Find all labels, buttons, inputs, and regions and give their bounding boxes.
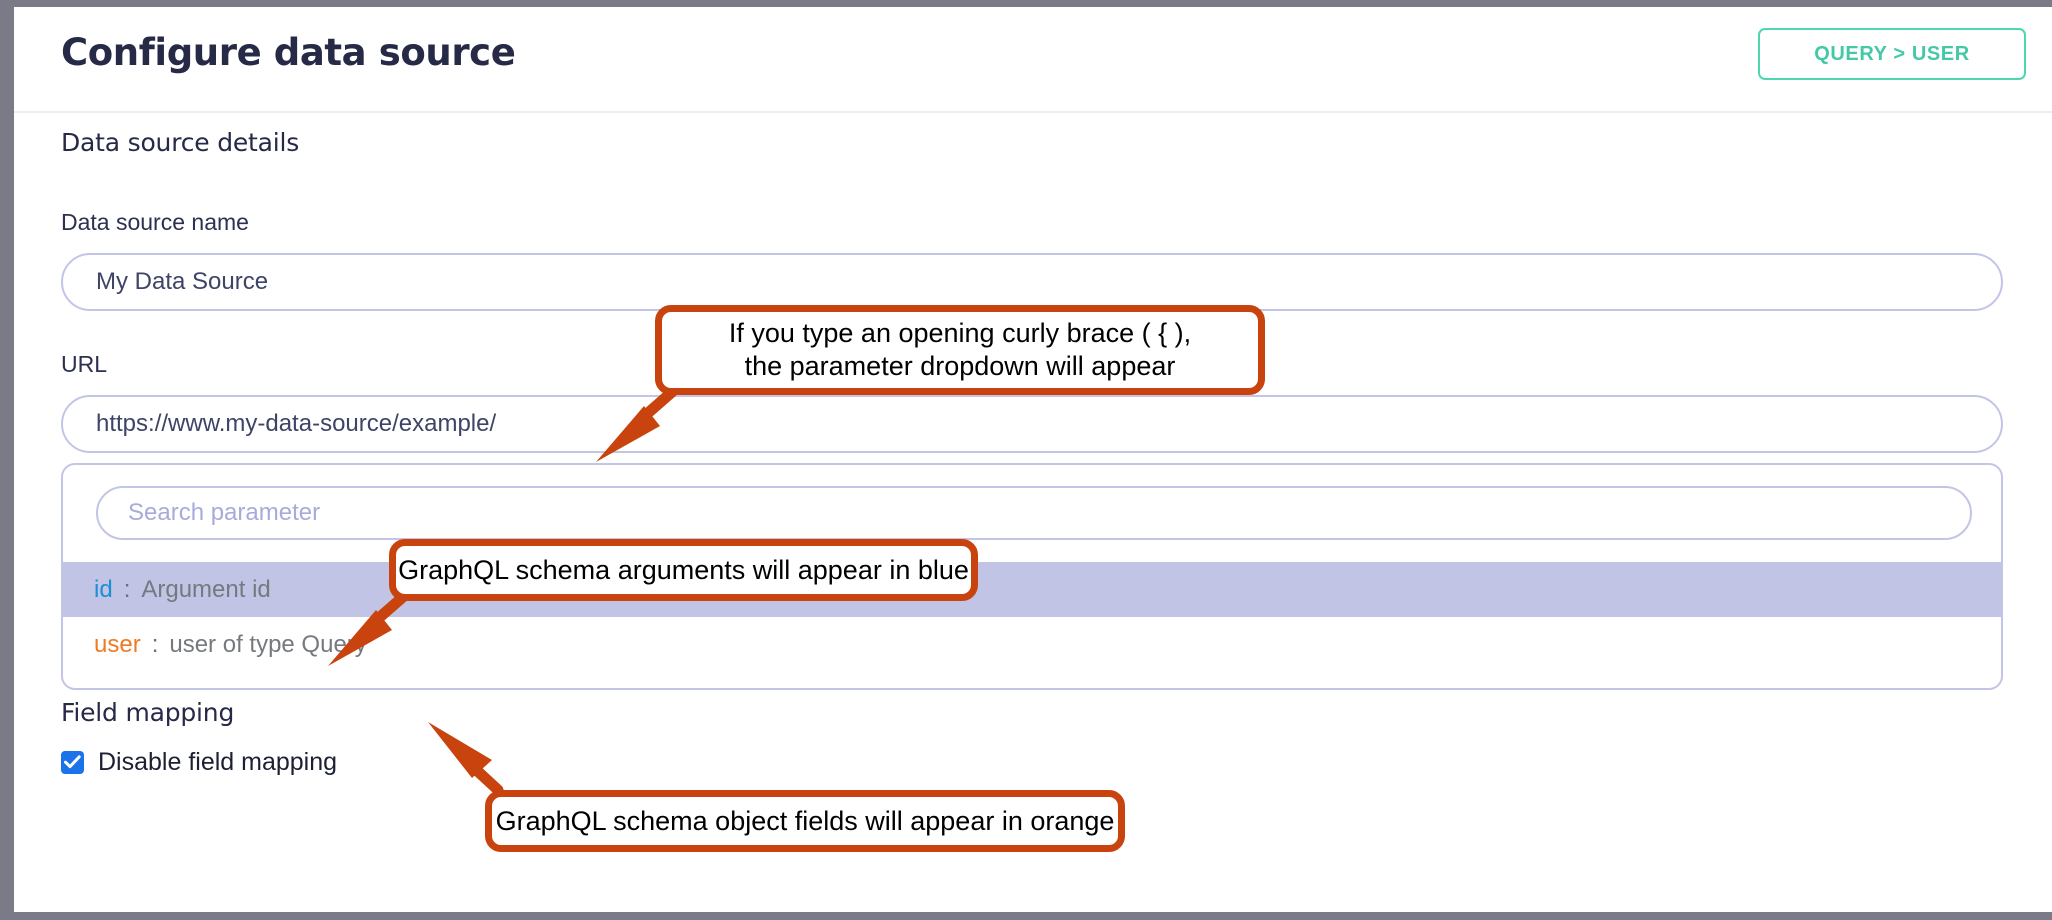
dropdown-option-separator: : [151,630,159,658]
annotation-callout-line-1: If you type an opening curly brace ( { )… [728,318,1192,349]
annotation-callout-fields-orange: GraphQL schema object fields will appear… [485,790,1125,852]
query-user-button[interactable]: QUERY > USER [1758,28,2026,80]
dropdown-option-key: user [94,630,141,658]
annotation-callout-line-2: the parameter dropdown will appear [744,351,1176,381]
disable-field-mapping-row[interactable]: Disable field mapping [61,748,337,777]
checkbox-checked-icon[interactable] [61,751,84,774]
dropdown-option-description: user of type Query [169,630,367,658]
data-source-name-label: Data source name [61,209,249,235]
data-source-details-heading: Data source details [61,128,300,157]
annotation-callout-arguments-blue: GraphQL schema arguments will appear in … [389,539,978,601]
dropdown-option-user[interactable]: user : user of type Query [63,617,2001,672]
configure-data-source-card: Configure data source QUERY > USER Data … [14,7,2052,912]
window-frame-bottom [0,912,2052,920]
url-input[interactable]: https://www.my-data-source/example/ [61,395,2003,453]
window-frame-top [0,0,2052,7]
parameter-dropdown: Search parameter id : Argument id user :… [61,463,2003,690]
window-frame-left [0,0,14,920]
data-source-name-input[interactable]: My Data Source [61,253,2003,311]
panel-header: Configure data source QUERY > USER [14,7,2052,113]
dropdown-option-separator: : [123,575,131,603]
dropdown-option-description: Argument id [141,575,271,603]
disable-field-mapping-label: Disable field mapping [98,748,338,776]
field-mapping-heading: Field mapping [61,698,235,727]
search-parameter-input[interactable]: Search parameter [96,486,1972,540]
dropdown-option-key: id [94,575,113,603]
page-title: Configure data source [61,31,516,74]
annotation-callout-curly-brace: If you type an opening curly brace ( { )… [655,305,1265,395]
url-label: URL [61,351,108,377]
dropdown-option-id[interactable]: id : Argument id [63,562,2001,617]
